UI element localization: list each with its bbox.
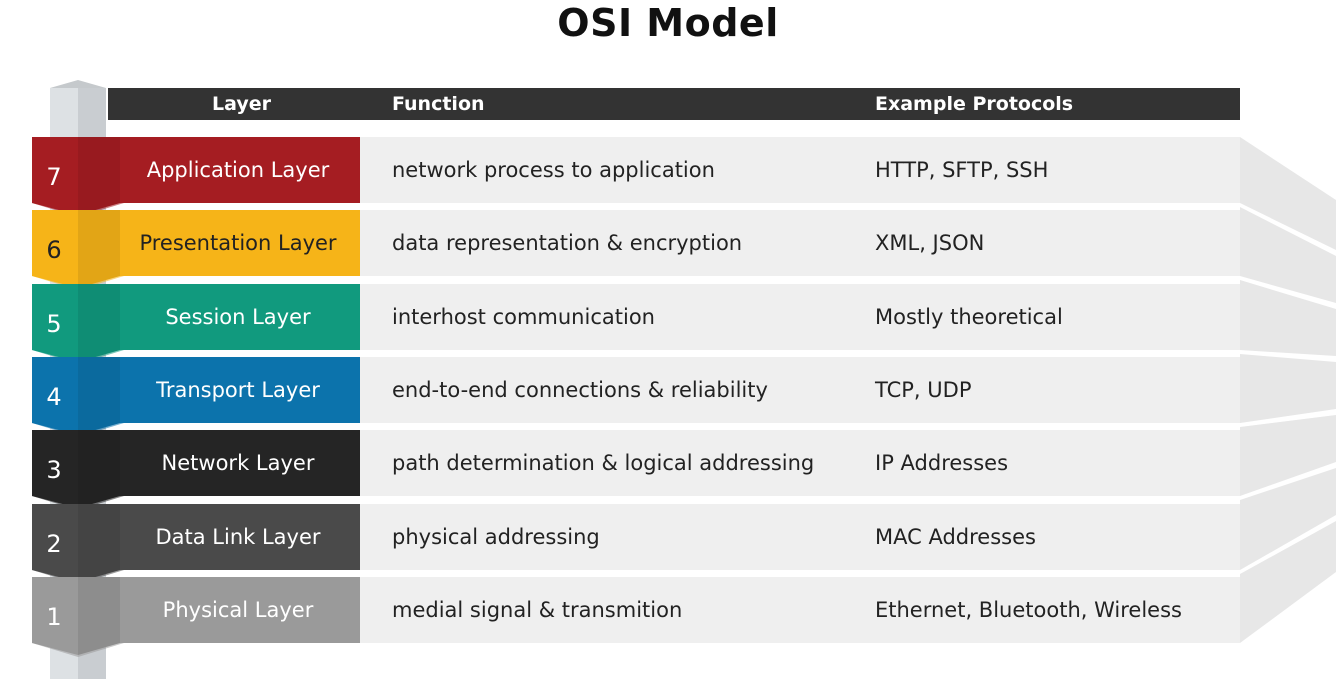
layer-name: Transport Layer: [156, 378, 320, 402]
layer-name: Presentation Layer: [139, 231, 337, 255]
perspective-line: [1240, 276, 1336, 309]
layer-name: Application Layer: [146, 158, 330, 182]
header-protocols-label: Example Protocols: [875, 93, 1074, 115]
layer-function: network process to application: [392, 158, 715, 182]
layer-band-wrap: [32, 577, 120, 655]
layer-function: end-to-end connections & reliability: [392, 378, 768, 402]
perspective-line: [1240, 350, 1336, 362]
layer-band: [118, 284, 360, 350]
layer-function: path determination & logical addressing: [392, 451, 815, 475]
layer-band-wrap: [32, 137, 120, 215]
layer-band-wrap: [32, 210, 120, 288]
row-background: [360, 210, 1240, 276]
layer-protocols: IP Addresses: [875, 451, 1009, 475]
layer-name: Session Layer: [165, 305, 311, 329]
band-fold: [78, 577, 120, 655]
row-background: [360, 284, 1240, 350]
row-background: [360, 577, 1240, 643]
header-layer-label: Layer: [212, 93, 271, 115]
layer-function: medial signal & transmition: [392, 598, 683, 622]
layer-band-wrap: [32, 284, 120, 362]
layer-band: [118, 577, 360, 643]
perspective-line: [1240, 203, 1336, 256]
layer-band: [118, 504, 360, 570]
layer-function: physical addressing: [392, 525, 600, 549]
page-title: OSI Model: [557, 1, 779, 45]
row-background: [360, 430, 1240, 496]
layer-band: [118, 357, 360, 423]
layer-function: interhost communication: [392, 305, 655, 329]
layer-number: 1: [46, 603, 62, 631]
band-fold: [78, 137, 120, 215]
layer-protocols: TCP, UDP: [875, 378, 972, 402]
layer-number: 6: [46, 236, 62, 264]
layer-protocols: Mostly theoretical: [875, 305, 1063, 329]
layer-band-wrap: [32, 430, 120, 508]
layer-protocols: XML, JSON: [875, 231, 985, 255]
row-background: [360, 504, 1240, 570]
perspective-line: [1240, 409, 1336, 427]
layer-function: data representation & encryption: [392, 231, 743, 255]
band-fold: [78, 430, 120, 508]
layer-name: Network Layer: [161, 451, 315, 475]
layer-name: Physical Layer: [162, 598, 314, 622]
perspective-panel: [1240, 137, 1336, 643]
band-fold: [78, 357, 120, 435]
row-background: [360, 357, 1240, 423]
layer-number: 5: [46, 310, 62, 338]
band-fold: [78, 284, 120, 362]
layer-number: 3: [46, 456, 62, 484]
layer-band-wrap: [32, 504, 120, 582]
band-fold: [78, 210, 120, 288]
layer-protocols: MAC Addresses: [875, 525, 1036, 549]
header-function-label: Function: [392, 93, 485, 115]
header-bar: [108, 88, 1240, 120]
layer-band: [118, 210, 360, 276]
band-fold: [78, 504, 120, 582]
layer-protocols: Ethernet, Bluetooth, Wireless: [875, 598, 1182, 622]
layer-band-wrap: [32, 357, 120, 435]
layer-band: [118, 137, 360, 203]
layer-number: 2: [46, 530, 62, 558]
layer-name: Data Link Layer: [155, 525, 321, 549]
row-background: [360, 137, 1240, 203]
layer-number: 7: [46, 163, 62, 191]
layer-band: [118, 430, 360, 496]
perspective-line: [1240, 515, 1336, 574]
layer-protocols: HTTP, SFTP, SSH: [875, 158, 1049, 182]
perspective-line: [1240, 462, 1336, 500]
layer-number: 4: [46, 383, 62, 411]
